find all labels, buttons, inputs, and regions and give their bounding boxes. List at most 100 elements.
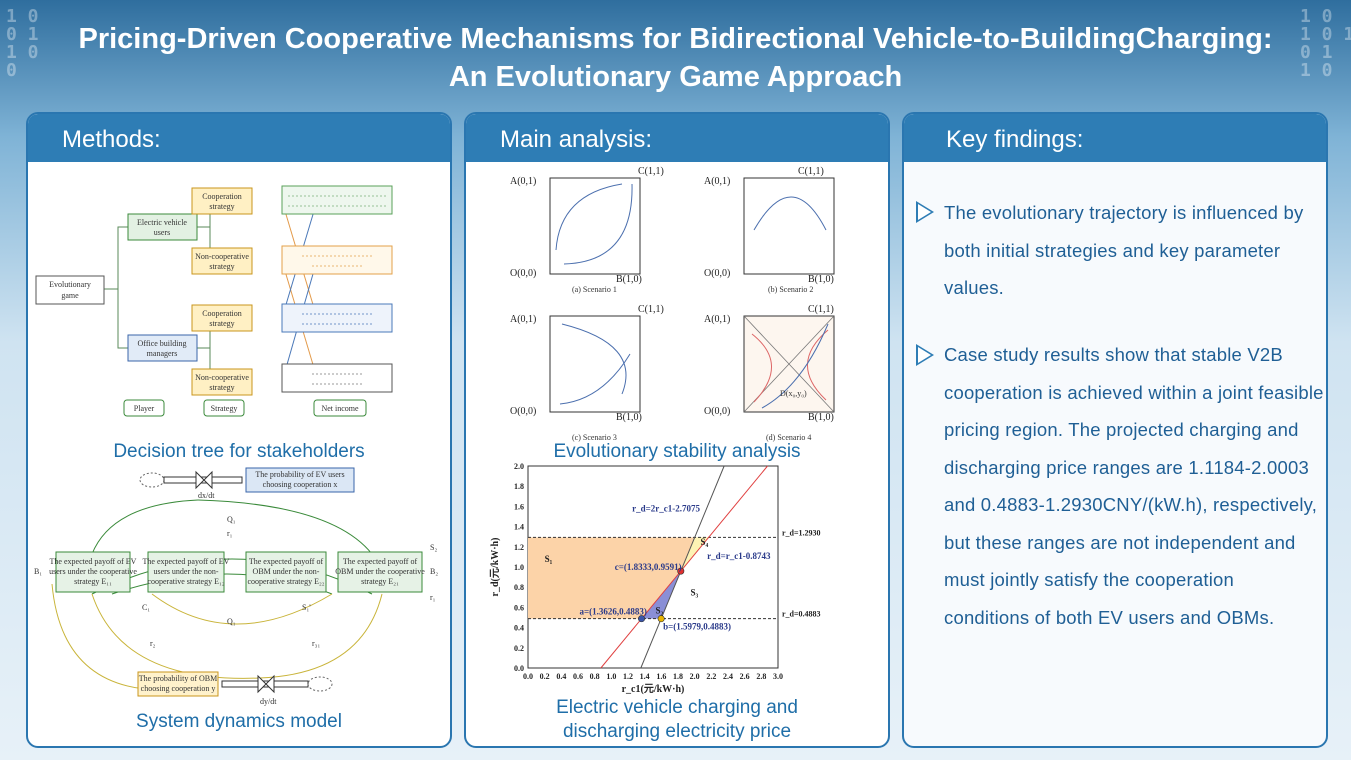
tree-player-ev-l1: Electric vehicle xyxy=(137,218,187,227)
findings-panel: Key findings: The evolutionary trajector… xyxy=(902,112,1328,748)
system-dynamics-figure: The probability of EV users choosing coo… xyxy=(34,467,438,706)
svg-text:choosing cooperation y: choosing cooperation y xyxy=(141,684,216,693)
svg-text:Cooperation: Cooperation xyxy=(202,192,242,201)
point-label-b: b=(1.5979,0.4883) xyxy=(663,622,731,632)
point-marker xyxy=(677,567,685,575)
tree-root-line2: game xyxy=(61,291,79,300)
point-marker xyxy=(638,615,646,623)
decision-tree-figure: Evolutionary game Electric vehicle users… xyxy=(35,185,393,417)
bullet-triangle-icon xyxy=(916,201,934,223)
y-tick-label: 0.2 xyxy=(514,644,524,653)
x-tick-label: 0.2 xyxy=(540,672,550,681)
x-tick-label: 1.2 xyxy=(623,672,633,681)
svg-text:strategy: strategy xyxy=(209,319,234,328)
svg-text:r₁: r₁ xyxy=(227,529,233,538)
point-label-c: c=(1.8333,0.9591) xyxy=(615,562,682,572)
svg-text:The expected payoff of: The expected payoff of xyxy=(343,557,418,566)
svg-text:The expected payoff of EV: The expected payoff of EV xyxy=(143,557,230,566)
point-marker xyxy=(657,615,665,623)
svg-text:OBM under the cooperative: OBM under the cooperative xyxy=(335,567,425,576)
x-tick-label: 2.8 xyxy=(756,672,766,681)
svg-text:strategy E₁₁: strategy E₁₁ xyxy=(74,577,112,586)
s4-label-c: C(1,1) xyxy=(808,304,834,315)
s2-label-o: O(0,0) xyxy=(704,268,730,279)
y-tick-label: 0.0 xyxy=(514,664,524,673)
svg-text:r₃₁: r₃₁ xyxy=(312,639,320,648)
x-tick-label: 1.0 xyxy=(606,672,616,681)
point-label-a: a=(1.3626,0.4883) xyxy=(580,607,647,617)
s3-label-b: B(1,0) xyxy=(616,412,642,423)
stability-caption: Evolutionary stability analysis xyxy=(553,441,801,462)
svg-text:strategy E₂₁: strategy E₂₁ xyxy=(361,577,399,586)
region-label: S₃ xyxy=(691,587,699,597)
svg-text:cooperative strategy E₁₂: cooperative strategy E₁₂ xyxy=(147,577,224,586)
sd-dydt-label: dy/dt xyxy=(260,697,277,706)
svg-text:Non-cooperative: Non-cooperative xyxy=(195,373,249,382)
s2-caption: (b) Scenario 2 xyxy=(768,285,813,294)
system-dynamics-caption: System dynamics model xyxy=(136,711,342,732)
methods-heading: Methods: xyxy=(28,114,450,162)
y-tick-label: 1.6 xyxy=(514,502,524,511)
line-label-2rc1: r_d=2r_c1-2.7075 xyxy=(632,503,700,513)
x-tick-label: 1.6 xyxy=(656,672,666,681)
x-tick-label: 2.2 xyxy=(706,672,716,681)
s1-label-b: B(1,0) xyxy=(616,274,642,285)
region-s1 xyxy=(528,537,709,619)
svg-text:The expected payoff of EV: The expected payoff of EV xyxy=(50,557,137,566)
svg-text:The probability of EV users: The probability of EV users xyxy=(255,470,344,479)
y-tick-label: 1.8 xyxy=(514,482,524,491)
x-tick-label: 0.6 xyxy=(573,672,583,681)
svg-text:Cooperation: Cooperation xyxy=(202,309,242,318)
x-tick-label: 2.4 xyxy=(723,672,733,681)
x-tick-label: 2.6 xyxy=(740,672,750,681)
decision-tree-caption: Decision tree for stakeholders xyxy=(113,441,365,462)
svg-text:OBM under the non-: OBM under the non- xyxy=(253,567,320,576)
svg-text:B₂: B₂ xyxy=(430,567,438,576)
s2-label-c: C(1,1) xyxy=(798,166,824,177)
svg-text:strategy: strategy xyxy=(209,202,234,211)
s4-label-a: A(0,1) xyxy=(704,314,730,325)
methods-panel: Methods: Evolutionary game Electric vehi… xyxy=(26,112,452,748)
y-tick-label: 1.0 xyxy=(514,563,524,572)
poster-title: Pricing-Driven Cooperative Mechanisms fo… xyxy=(78,23,1273,93)
s3-label-a: A(0,1) xyxy=(510,314,536,325)
svg-text:Q₁: Q₁ xyxy=(227,515,236,524)
s4-caption: (d) Scenario 4 xyxy=(766,433,811,442)
line-rd-rc1 xyxy=(600,465,768,669)
s1-label-o: O(0,0) xyxy=(510,268,536,279)
x-tick-label: 1.4 xyxy=(640,672,650,681)
svg-text:strategy: strategy xyxy=(209,262,234,271)
s2-label-b: B(1,0) xyxy=(808,274,834,285)
svg-text:Q₁: Q₁ xyxy=(227,617,236,626)
svg-text:users under the cooperative: users under the cooperative xyxy=(49,567,137,576)
decor-digits-left: 1 0 0 1 1 0 0 xyxy=(6,6,39,81)
s4-label-d: D(x₀,y₀) xyxy=(780,389,807,398)
line-rd-2rc1 xyxy=(640,465,725,669)
analysis-panel: Main analysis: A(0,1) C(1,1) O(0,0) B(1,… xyxy=(464,112,890,748)
svg-text:users under the non-: users under the non- xyxy=(153,567,218,576)
line-label-rd-upper: r_d=1.2930 xyxy=(782,528,821,537)
x-tick-label: 0.8 xyxy=(590,672,600,681)
y-tick-label: 0.6 xyxy=(514,603,524,612)
s3-label-o: O(0,0) xyxy=(510,406,536,417)
region-label: S₂ xyxy=(656,605,664,615)
y-axis-label: r_d(元/kW·h) xyxy=(489,538,501,597)
x-tick-label: 0.0 xyxy=(523,672,533,681)
line-label-rc1: r_d=r_c1-0.8743 xyxy=(707,551,771,561)
findings-heading: Key findings: xyxy=(904,114,1326,162)
svg-text:Non-cooperative: Non-cooperative xyxy=(195,252,249,261)
s3-label-c: C(1,1) xyxy=(638,304,664,315)
analysis-heading: Main analysis: xyxy=(466,114,888,162)
tree-footer-player: Player xyxy=(134,404,155,413)
x-tick-label: 1.8 xyxy=(673,672,683,681)
s1-label-a: A(0,1) xyxy=(510,176,536,187)
s1-caption: (a) Scenario 1 xyxy=(572,285,617,294)
decor-digits-right: 1 0 1 0 1 0 1 1 0 xyxy=(1300,6,1351,81)
x-tick-label: 3.0 xyxy=(773,672,783,681)
tree-player-obm-l1: Office building xyxy=(138,339,187,348)
y-tick-label: 1.2 xyxy=(514,543,524,552)
y-tick-label: 1.4 xyxy=(514,523,524,532)
y-tick-label: 0.8 xyxy=(514,583,524,592)
svg-text:B₁: B₁ xyxy=(34,567,42,576)
